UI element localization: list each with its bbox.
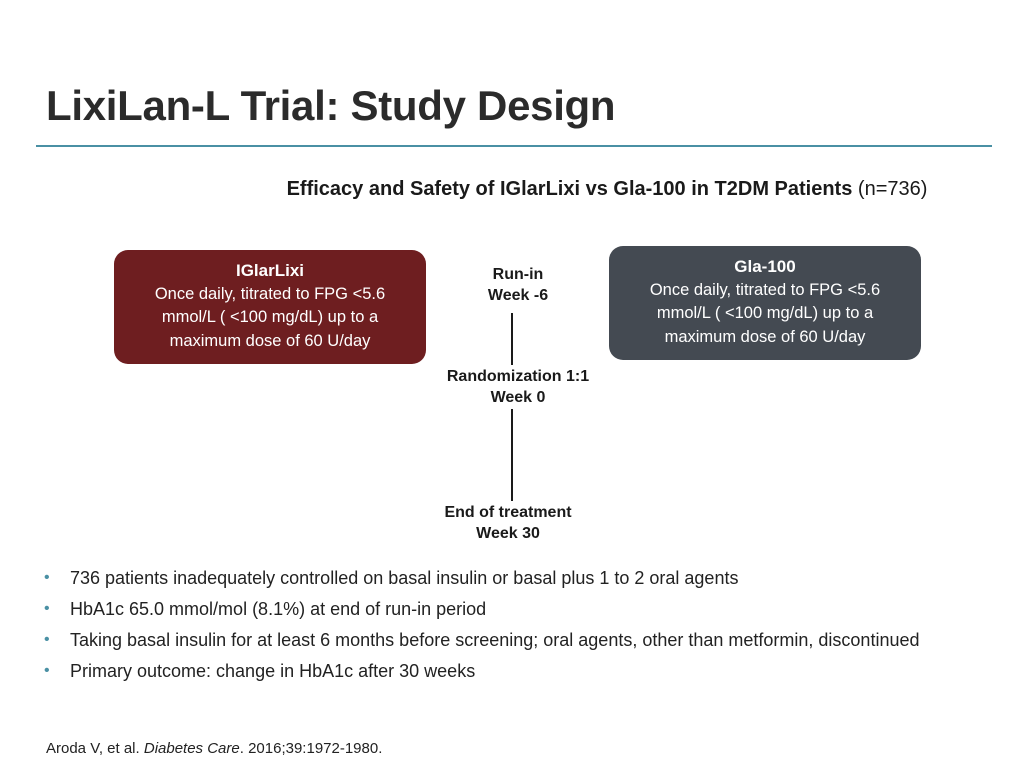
timeline-runin: Run-in Week -6 <box>468 264 568 306</box>
arm-description-iglarlixi: Once daily, titrated to FPG <5.6 mmol/L … <box>154 284 386 350</box>
timeline-end-label: End of treatment <box>444 504 572 521</box>
timeline-runin-label: Run-in <box>492 266 544 283</box>
timeline-end-week: Week 30 <box>476 525 540 542</box>
bullet-dot-icon: • <box>44 662 50 679</box>
bullet-text: Taking basal insulin for at least 6 mont… <box>70 630 920 650</box>
bullet-item: • Primary outcome: change in HbA1c after… <box>44 659 1004 683</box>
bullet-text: 736 patients inadequately controlled on … <box>70 568 739 588</box>
timeline-end: End of treatment Week 30 <box>418 502 598 544</box>
timeline-connector-1 <box>511 313 513 365</box>
timeline-runin-week: Week -6 <box>487 287 549 304</box>
subtitle-count: (n=736) <box>857 178 928 200</box>
timeline-randomization-week: Week 0 <box>490 389 546 406</box>
citation-journal: Diabetes Care <box>143 740 240 757</box>
bullet-item: • 736 patients inadequately controlled o… <box>44 566 1004 590</box>
arm-description-gla100: Once daily, titrated to FPG <5.6 mmol/L … <box>649 280 881 346</box>
bullet-text: Primary outcome: change in HbA1c after 3… <box>70 661 476 681</box>
arm-box-iglarlixi: IGlarLixi Once daily, titrated to FPG <5… <box>114 250 426 364</box>
bullet-item: • HbA1c 65.0 mmol/mol (8.1%) at end of r… <box>44 597 1004 621</box>
bullet-dot-icon: • <box>44 569 50 586</box>
slide-title: LixiLan-L Trial: Study Design <box>46 82 616 129</box>
title-divider <box>36 145 992 147</box>
arm-name-gla100: Gla-100 <box>734 257 796 276</box>
bullet-text: HbA1c 65.0 mmol/mol (8.1%) at end of run… <box>70 599 487 619</box>
subtitle-main: Efficacy and Safety of IGlarLixi vs Gla-… <box>286 178 853 200</box>
bullet-dot-icon: • <box>44 631 50 648</box>
citation-authors: Aroda V, et al. <box>46 740 140 757</box>
timeline-randomization: Randomization 1:1 Week 0 <box>418 366 618 408</box>
citation: Aroda V, et al. Diabetes Care. 2016;39:1… <box>46 740 382 757</box>
diagram-subtitle: Efficacy and Safety of IGlarLixi vs Gla-… <box>0 178 1024 201</box>
citation-details: . 2016;39:1972-1980. <box>239 740 383 757</box>
timeline-randomization-label: Randomization 1:1 <box>446 368 590 385</box>
arm-name-iglarlixi: IGlarLixi <box>235 261 305 280</box>
arm-box-gla100: Gla-100 Once daily, titrated to FPG <5.6… <box>609 246 921 360</box>
bullet-list: • 736 patients inadequately controlled o… <box>44 566 1004 690</box>
timeline-connector-2 <box>511 409 513 501</box>
bullet-dot-icon: • <box>44 600 50 617</box>
bullet-item: • Taking basal insulin for at least 6 mo… <box>44 628 1004 652</box>
